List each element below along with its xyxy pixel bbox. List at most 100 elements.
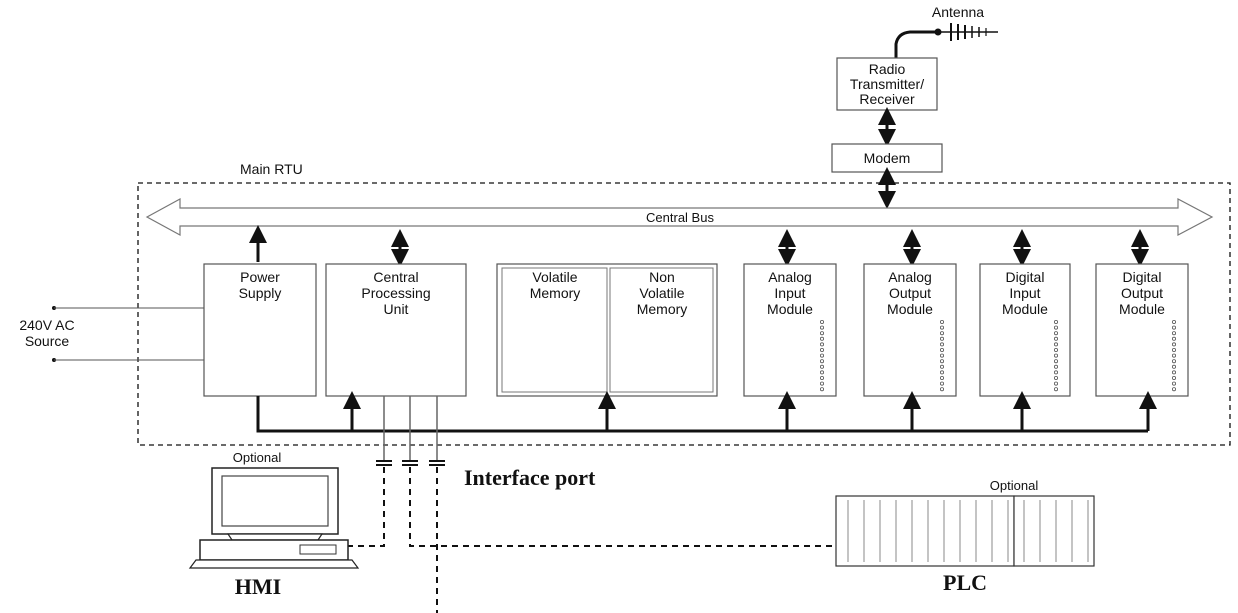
terminal-dot [820,325,825,330]
terminal-dot [940,336,945,341]
volatile-memory-line-2: Memory [530,285,581,301]
terminal-dot [940,347,945,352]
terminal-dot [940,370,945,375]
central-bus: Central Bus [145,197,1214,237]
terminal-dot [1172,375,1177,380]
analog-output-terminals [940,319,945,392]
terminal-dot [1054,336,1059,341]
digital-output-line-1: Digital [1123,269,1162,285]
terminal-dot [940,353,945,358]
plc-connection [409,467,836,547]
plc-label: PLC [943,570,987,595]
digital-input-terminals [1054,319,1059,392]
cpu-line-2: Processing [361,285,430,301]
radio-line-1: Radio [869,61,906,77]
terminal-dot [1172,359,1177,364]
antenna: Antenna [894,4,998,58]
hmi-connection [348,467,385,547]
terminal-dot [1172,364,1177,369]
interface-port-lines [376,396,445,466]
non-volatile-memory-line-3: Memory [637,301,688,317]
terminal-dot [1172,336,1177,341]
analog-output-line-1: Analog [888,269,932,285]
antenna-label: Antenna [932,4,984,20]
analog-output-line-2: Output [889,285,931,301]
interface-port-label: Interface port [464,465,596,490]
terminal-dot [820,347,825,352]
digital-output-module: Digital Output Module [1095,263,1189,397]
plc-slots [847,500,1089,562]
hmi-computer-icon: Optional HMI [188,450,360,599]
terminal-dot [1054,319,1059,324]
volatile-memory-line-1: Volatile [532,269,577,285]
analog-input-line-2: Input [774,285,805,301]
digital-output-line-2: Output [1121,285,1163,301]
terminal-dot [940,359,945,364]
terminal-dot [1054,364,1059,369]
modem-label: Modem [864,150,911,166]
terminal-dot [1054,359,1059,364]
terminal-dot [820,353,825,358]
terminal-dot [820,381,825,386]
ac-source-line-2: Source [25,333,70,349]
terminal-dot [1172,370,1177,375]
terminal-dot [940,387,945,392]
terminal-dot [1054,353,1059,358]
terminal-dot [1172,319,1177,324]
terminal-dot [1054,331,1059,336]
central-bus-label: Central Bus [646,210,714,225]
terminal-dot [940,331,945,336]
terminal-dot [820,336,825,341]
terminal-dot [820,342,825,347]
cpu-line-3: Unit [384,301,409,317]
analog-input-line-3: Module [767,301,813,317]
terminal-dot [1054,342,1059,347]
terminal-dot [940,381,945,386]
non-volatile-memory-line-1: Non [649,269,675,285]
terminal-dot [940,375,945,380]
power-distribution-wiring [256,391,1157,433]
power-supply-line-2: Supply [239,285,282,301]
terminal-dot [940,364,945,369]
plc-rack-icon: Optional PLC [835,478,1095,595]
radio-transceiver-box: Radio Transmitter/ Receiver [836,57,938,111]
digital-output-terminals [1172,319,1177,392]
analog-output-module: Analog Output Module [863,263,957,397]
main-rtu-enclosure [137,182,1231,446]
terminal-dot [1172,342,1177,347]
ac-source-line-1: 240V AC [19,317,74,333]
terminal-dot [1172,387,1177,392]
terminal-dot [940,325,945,330]
terminal-dot [820,331,825,336]
terminal-dot [1054,375,1059,380]
terminal-dot [940,319,945,324]
terminal-dot [820,387,825,392]
digital-output-line-3: Module [1119,301,1165,317]
non-volatile-memory-line-2: Volatile [639,285,684,301]
terminal-dot [820,364,825,369]
analog-output-line-3: Module [887,301,933,317]
terminal-dot [1054,387,1059,392]
terminal-dot [1054,381,1059,386]
main-rtu-label: Main RTU [240,161,303,177]
terminal-dot [1172,331,1177,336]
terminal-dot [1172,381,1177,386]
terminal-dot [940,342,945,347]
radio-line-3: Receiver [859,91,915,107]
terminal-dot [1054,370,1059,375]
terminal-dot [1172,353,1177,358]
terminal-dot [1172,347,1177,352]
digital-input-line-1: Digital [1006,269,1045,285]
terminal-dot [820,319,825,324]
cpu-box: Central Processing Unit [325,263,467,397]
terminal-dot [1054,325,1059,330]
power-supply-box: Power Supply [203,263,317,397]
plc-optional-label: Optional [990,478,1039,493]
digital-input-line-2: Input [1009,285,1040,301]
power-supply-line-1: Power [240,269,280,285]
cpu-line-1: Central [373,269,418,285]
modem-box: Modem [831,143,943,173]
terminal-dot [820,370,825,375]
terminal-dot [1172,325,1177,330]
